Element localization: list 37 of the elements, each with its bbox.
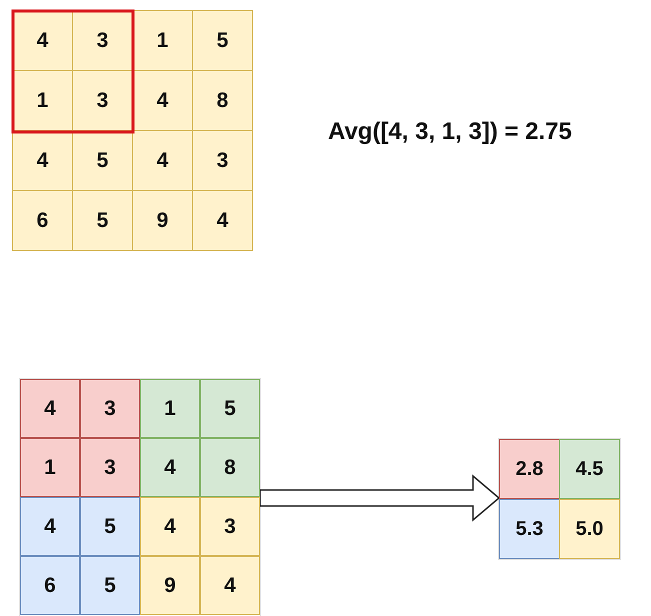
grid-cell: 5 xyxy=(192,10,253,71)
grid-cell: 4.5 xyxy=(559,439,620,499)
grid-cell: 1 xyxy=(132,10,193,71)
grid-cell: 1 xyxy=(12,70,73,131)
grid-cell: 5.0 xyxy=(559,499,620,559)
grid-cell: 6 xyxy=(12,190,73,251)
grid-cell: 9 xyxy=(132,190,193,251)
grid-cell: 4 xyxy=(20,497,80,556)
grid-cell: 3 xyxy=(80,379,140,438)
grid-cell: 6 xyxy=(20,556,80,615)
formula-text: Avg([4, 3, 1, 3]) = 2.75 xyxy=(328,118,572,146)
grid-cell: 4 xyxy=(20,379,80,438)
grid-cell: 8 xyxy=(200,438,260,497)
grid-cell: 1 xyxy=(20,438,80,497)
grid-cell: 4 xyxy=(132,130,193,191)
grid-cell: 5 xyxy=(80,556,140,615)
grid-cell: 3 xyxy=(192,130,253,191)
grid-cell: 5 xyxy=(72,190,133,251)
grid-cell: 4 xyxy=(140,438,200,497)
grid-cell: 4 xyxy=(140,497,200,556)
grid-cell: 9 xyxy=(140,556,200,615)
block-arrow xyxy=(259,474,500,522)
grid-cell: 5 xyxy=(80,497,140,556)
grid-cell: 3 xyxy=(72,70,133,131)
grid xyxy=(20,379,260,616)
grid-cell: 5.3 xyxy=(499,499,560,559)
grid-cell: 3 xyxy=(200,497,260,556)
grid-cell: 2.8 xyxy=(499,439,560,499)
grid-cell: 1 xyxy=(140,379,200,438)
grid-cell: 8 xyxy=(192,70,253,131)
grid-cell: 4 xyxy=(132,70,193,131)
grid-cell: 4 xyxy=(200,556,260,615)
grid-cell: 4 xyxy=(192,190,253,251)
grid-cell: 5 xyxy=(200,379,260,438)
grid xyxy=(499,439,620,559)
grid-cell: 3 xyxy=(72,10,133,71)
grid-cell: 3 xyxy=(80,438,140,497)
